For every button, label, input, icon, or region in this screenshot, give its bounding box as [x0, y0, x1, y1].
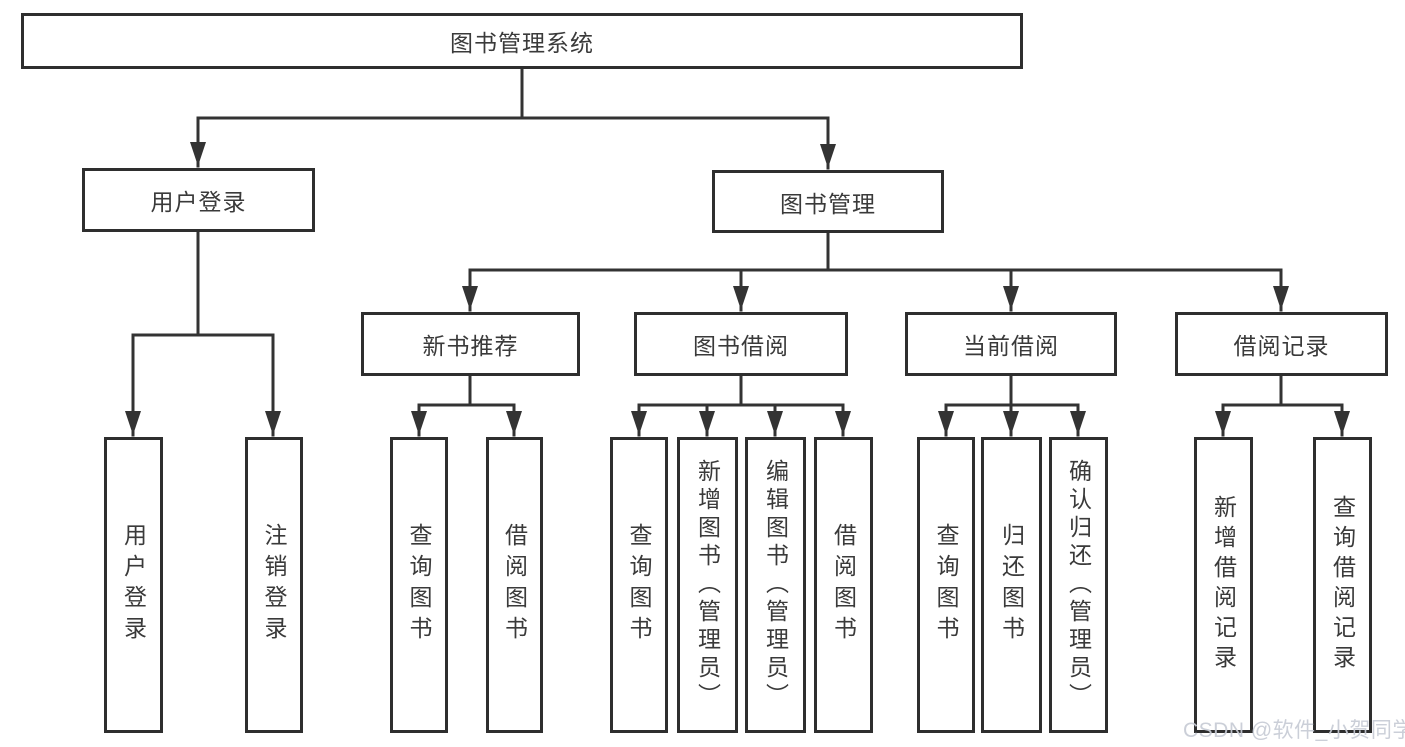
node-book-borrow-label: 图书借阅: [693, 333, 789, 359]
node-book-mgmt: 图书管理: [712, 170, 944, 233]
leaf-query-book-3-label: 查询图书: [933, 523, 959, 647]
node-user-login: 用户登录: [82, 168, 315, 232]
leaf-query-book-2: 查询图书: [610, 437, 668, 733]
node-root: 图书管理系统: [21, 13, 1023, 69]
watermark: CSDN @软件_小贺同学: [1183, 719, 1405, 742]
node-borrow-records-label: 借阅记录: [1233, 333, 1330, 359]
leaf-return-book: 归还图书: [981, 437, 1042, 733]
leaf-add-book: 新增图书（管理员）: [677, 437, 738, 733]
node-book-mgmt-label: 图书管理: [780, 190, 876, 217]
leaf-return-book-label: 归还图书: [998, 523, 1025, 647]
connector-user-login-to-leaves: [125, 230, 281, 437]
leaf-query-record-label: 查询借阅记录: [1329, 495, 1356, 675]
leaf-query-book-2-label: 查询图书: [626, 523, 652, 647]
leaf-confirm-return-label: 确认归还（管理员）: [1065, 459, 1092, 711]
leaf-query-book-1-label: 查询图书: [406, 523, 432, 647]
connector-book-mgmt-to-level3: [462, 231, 1289, 312]
leaf-query-record: 查询借阅记录: [1313, 437, 1372, 733]
connector-book-borrow-to-leaves: [631, 374, 851, 437]
node-borrow-records: 借阅记录: [1175, 312, 1388, 376]
leaf-edit-book: 编辑图书（管理员）: [745, 437, 806, 733]
leaf-borrow-book-2: 借阅图书: [814, 437, 873, 733]
connector-new-book-rec-to-leaves: [411, 374, 522, 437]
connector-borrow-records-to-leaves: [1215, 374, 1350, 437]
node-user-login-label: 用户登录: [150, 189, 247, 215]
leaf-user-login: 用户登录: [104, 437, 163, 733]
leaf-logout: 注销登录: [245, 437, 303, 733]
leaf-edit-book-label: 编辑图书（管理员）: [762, 459, 789, 711]
leaf-user-login-label: 用户登录: [120, 523, 147, 647]
node-root-label: 图书管理系统: [450, 30, 594, 56]
leaf-borrow-book-2-label: 借阅图书: [830, 523, 857, 647]
leaf-query-book-1: 查询图书: [390, 437, 448, 733]
leaf-confirm-return: 确认归还（管理员）: [1049, 437, 1108, 733]
leaf-borrow-book-1: 借阅图书: [486, 437, 543, 733]
connector-root-to-level2: [190, 67, 836, 170]
node-new-book-rec: 新书推荐: [361, 312, 580, 376]
leaf-add-book-label: 新增图书（管理员）: [694, 459, 721, 711]
leaf-add-record-label: 新增借阅记录: [1210, 495, 1237, 675]
leaf-borrow-book-1-label: 借阅图书: [501, 523, 528, 647]
leaf-add-record: 新增借阅记录: [1194, 437, 1253, 733]
node-current-borrow: 当前借阅: [905, 312, 1117, 376]
leaf-query-book-3: 查询图书: [917, 437, 975, 733]
connector-current-borrow-to-leaves: [938, 374, 1086, 437]
node-new-book-rec-label: 新书推荐: [422, 333, 519, 359]
node-current-borrow-label: 当前借阅: [963, 333, 1059, 359]
leaf-logout-label: 注销登录: [261, 523, 287, 647]
node-book-borrow: 图书借阅: [634, 312, 848, 376]
